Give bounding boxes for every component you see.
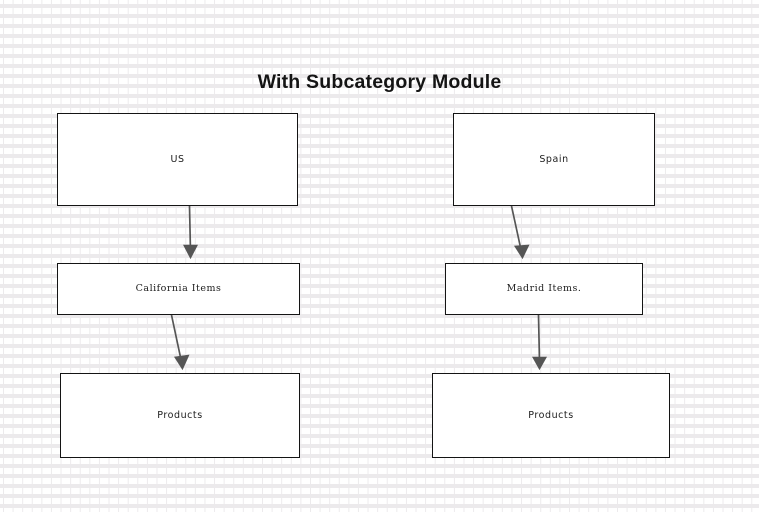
node-us[interactable]: US (57, 113, 298, 206)
node-madrid-items-label: Madrid Items. (506, 283, 582, 295)
node-spain-label: Spain (539, 153, 569, 165)
node-products-right[interactable]: Products (432, 373, 670, 458)
node-spain[interactable]: Spain (453, 113, 655, 206)
node-products-left[interactable]: Products (60, 373, 300, 458)
edge-spain-to-madrid (510, 205, 530, 260)
node-us-label: US (170, 153, 185, 165)
edge-california-to-products (170, 314, 190, 371)
node-madrid-items[interactable]: Madrid Items. (445, 263, 643, 315)
node-products-left-label: Products (157, 409, 203, 421)
edge-madrid-to-products (531, 314, 548, 371)
node-products-right-label: Products (528, 409, 574, 421)
node-california-items-label: California Items (135, 283, 222, 295)
edge-us-to-california (183, 205, 198, 260)
node-california-items[interactable]: California Items (57, 263, 300, 315)
page-title: With Subcategory Module (257, 71, 502, 93)
